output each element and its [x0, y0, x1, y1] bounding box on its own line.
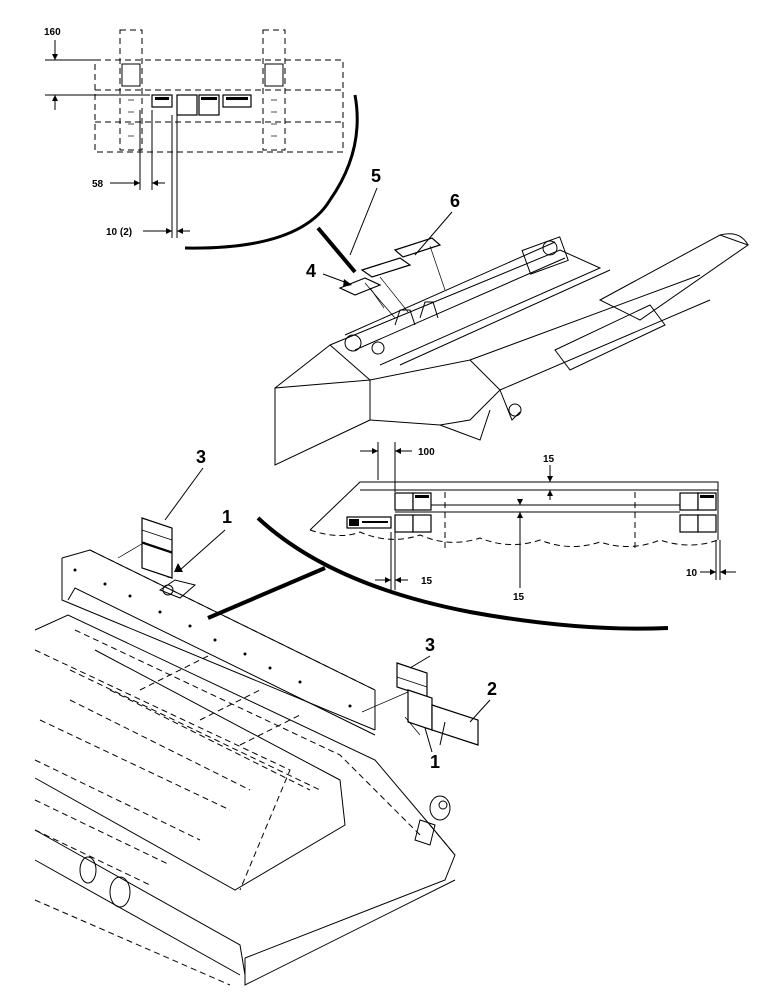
callout-4: 4 — [306, 261, 316, 281]
detail-leader-bottom — [207, 566, 326, 620]
detail-circle-arc-top — [184, 94, 359, 250]
dim-100: 100 — [418, 447, 435, 458]
callout-3-left: 3 — [196, 447, 206, 467]
dim-15-mid: 15 — [513, 592, 525, 603]
detail-circle-arc-bottom — [256, 516, 669, 631]
callout-6: 6 — [450, 191, 460, 211]
callout-2: 2 — [487, 679, 497, 699]
upper-machine-view: 4 5 6 — [274, 166, 750, 466]
detail-leader-top — [316, 226, 357, 274]
dim-160: 160 — [44, 27, 61, 38]
lower-machine-view: 3 1 3 2 1 — [34, 447, 497, 986]
callout-5: 5 — [371, 166, 381, 186]
dim-15-top: 15 — [543, 454, 555, 465]
dim-15-left: 15 — [421, 576, 433, 587]
dim-58: 58 — [92, 179, 104, 190]
top-detail-view: 160 58 10 (2) — [44, 27, 359, 274]
dim-10-right: 10 — [686, 568, 698, 579]
callout-1-lower: 1 — [430, 752, 440, 772]
callout-3-right: 3 — [425, 635, 435, 655]
callout-1-upper: 1 — [222, 507, 232, 527]
right-detail-view: 100 15 15 15 10 — [207, 442, 736, 631]
dim-10-2: 10 (2) — [106, 227, 132, 238]
